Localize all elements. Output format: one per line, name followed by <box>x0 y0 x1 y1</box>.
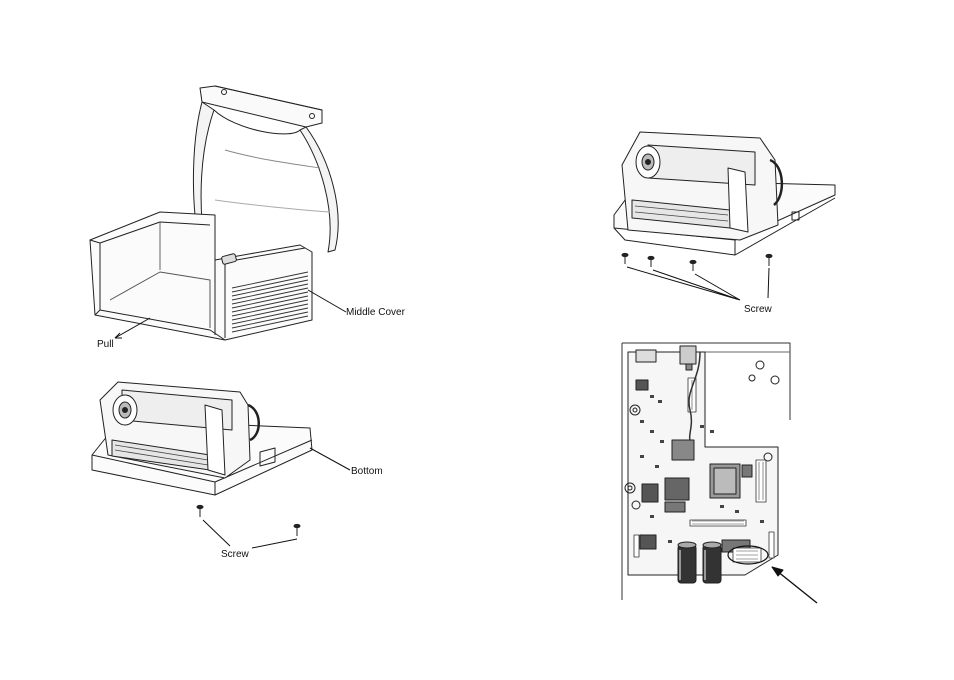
middle-cover-label: Middle Cover <box>346 307 405 318</box>
capacitor <box>678 542 696 583</box>
pull-label: Pull <box>97 339 114 350</box>
open-printer-illustration <box>90 86 346 340</box>
screw-label-right: Screw <box>744 304 772 315</box>
capacitor <box>703 542 721 583</box>
front-screws-illustration <box>614 132 835 300</box>
main-board-illustration <box>622 343 817 603</box>
screw-icon <box>648 256 654 267</box>
screw-icon <box>197 505 203 517</box>
screw-icon <box>766 254 772 266</box>
screw-icon <box>622 253 628 264</box>
screw-icon <box>690 260 696 271</box>
arrow-icon <box>772 567 817 603</box>
screw-label: Screw <box>221 549 249 560</box>
bottom-screws-illustration <box>92 382 350 548</box>
bottom-label: Bottom <box>351 466 383 477</box>
screw-icon <box>294 524 300 536</box>
